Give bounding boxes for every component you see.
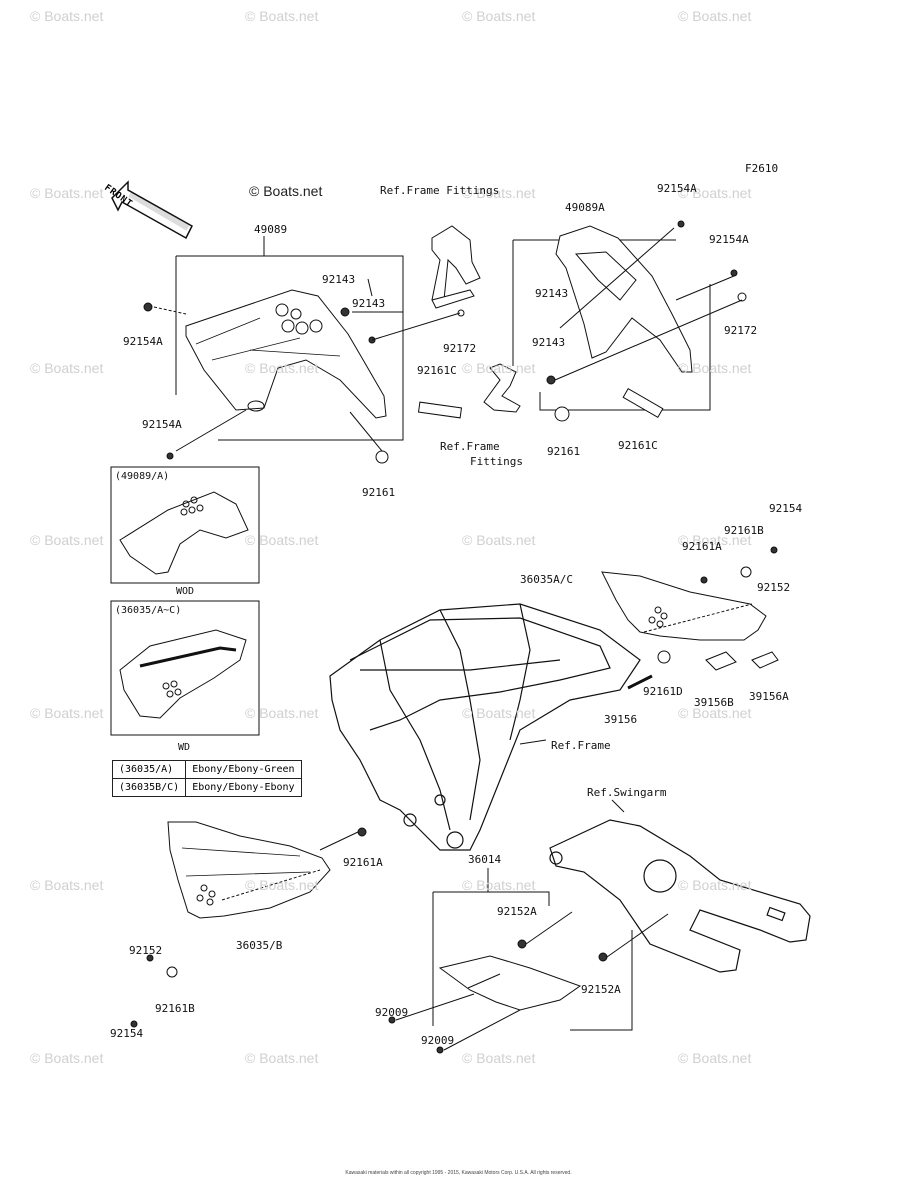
watermark: © Boats.net [462, 8, 536, 24]
color-table: (36035/A) Ebony/Ebony-Green (36035B/C) E… [111, 760, 302, 797]
part-label: 92161C [618, 439, 658, 452]
part-label: 92009 [421, 1034, 455, 1047]
part-label: 92161A [343, 856, 383, 869]
watermark: © Boats.net [30, 360, 104, 376]
part-label: 36035/B [236, 939, 283, 952]
inset-title: (36035/A~C) [115, 605, 182, 616]
part-label: 92161 [362, 486, 396, 499]
front-arrow-icon [111, 180, 193, 240]
figure-code: F2610 [745, 162, 779, 175]
ref-label: Ref.Frame Fittings [380, 184, 500, 197]
part-label: 92143 [535, 287, 569, 300]
part-label: 92154A [142, 418, 182, 431]
watermark: © Boats.net [462, 532, 536, 548]
color-name: Ebony/Ebony-Green [185, 760, 302, 779]
part-label: 39156 [604, 713, 638, 726]
ref-label: Ref.Swingarm [587, 786, 667, 799]
brand-mark: © Boats.net [249, 183, 323, 199]
ref-label: Ref.Frame [551, 739, 611, 752]
part-label: 92152A [581, 983, 621, 996]
part-label: 92161B [155, 1002, 195, 1015]
part-label: 92161A [682, 540, 722, 553]
inset-49089a-box [110, 466, 260, 584]
watermark: © Boats.net [30, 532, 104, 548]
bracket-49089 [175, 255, 404, 441]
watermark: © Boats.net [462, 360, 536, 376]
watermark: © Boats.net [462, 185, 536, 201]
watermark: © Boats.net [462, 1050, 536, 1066]
part-label: 92172 [724, 324, 758, 337]
part-label: 92152A [497, 905, 537, 918]
part-label: 36035A/C [520, 573, 573, 586]
side-cover-36035b [167, 821, 331, 919]
inset-caption: WOD [176, 586, 195, 597]
part-label: 92154A [657, 182, 697, 195]
watermark: © Boats.net [678, 532, 752, 548]
side-cover-36035ac [601, 571, 767, 641]
part-label: 92154A [123, 335, 163, 348]
part-label: 36014 [468, 853, 502, 866]
watermark: © Boats.net [30, 877, 104, 893]
side-cover-49089 [185, 289, 387, 419]
part-label: 92143 [322, 273, 356, 286]
part-label: 92154 [769, 502, 803, 515]
watermark: © Boats.net [678, 705, 752, 721]
watermark: © Boats.net [245, 1050, 319, 1066]
part-label: 39156A [749, 690, 789, 703]
watermark: © Boats.net [678, 877, 752, 893]
watermark: © Boats.net [678, 360, 752, 376]
color-code: (36035/A) [111, 760, 187, 779]
ref-label: Ref.Frame [440, 440, 500, 453]
watermark: © Boats.net [678, 8, 752, 24]
color-name: Ebony/Ebony-Ebony [185, 778, 302, 797]
part-label: 92161D [643, 685, 683, 698]
frame-fitting-top [431, 225, 481, 309]
watermark: © Boats.net [245, 360, 319, 376]
watermark: © Boats.net [30, 1050, 104, 1066]
part-label: 92152 [129, 944, 163, 957]
part-label: 92009 [375, 1006, 409, 1019]
watermark: © Boats.net [30, 705, 104, 721]
part-label: 92143 [352, 297, 386, 310]
table-row: (36035/A) Ebony/Ebony-Green [111, 760, 302, 779]
motorcycle-frame [329, 603, 641, 851]
watermark: © Boats.net [678, 185, 752, 201]
watermark: © Boats.net [30, 185, 104, 201]
part-label: 92161 [547, 445, 581, 458]
part-label: 49089A [565, 201, 605, 214]
part-label: 92154A [709, 233, 749, 246]
watermark: © Boats.net [678, 1050, 752, 1066]
watermark: © Boats.net [462, 877, 536, 893]
ref-label: Fittings [470, 455, 523, 468]
copyright: Kawasaki materials within all copyright … [345, 1170, 572, 1176]
part-label: 92172 [443, 342, 477, 355]
watermark: © Boats.net [462, 705, 536, 721]
part-label: 39156B [694, 696, 734, 709]
bracket-36014 [432, 891, 633, 1031]
bracket-49089A [512, 225, 711, 411]
watermark: © Boats.net [245, 532, 319, 548]
color-code: (36035B/C) [111, 778, 187, 797]
swingarm [549, 819, 811, 973]
watermark: © Boats.net [245, 877, 319, 893]
part-label: 92143 [532, 336, 566, 349]
watermark: © Boats.net [245, 8, 319, 24]
part-label: 92152 [757, 581, 791, 594]
inset-title: (49089/A) [115, 471, 170, 482]
watermark: © Boats.net [245, 705, 319, 721]
inset-caption: WD [178, 742, 191, 753]
inset-36035-box [110, 600, 260, 736]
table-row: (36035B/C) Ebony/Ebony-Ebony [111, 778, 302, 797]
part-label: 92154 [110, 1027, 144, 1040]
part-label: 92161C [417, 364, 457, 377]
watermark: © Boats.net [30, 8, 104, 24]
part-label: 49089 [254, 223, 288, 236]
part-label: 92161B [724, 524, 764, 537]
